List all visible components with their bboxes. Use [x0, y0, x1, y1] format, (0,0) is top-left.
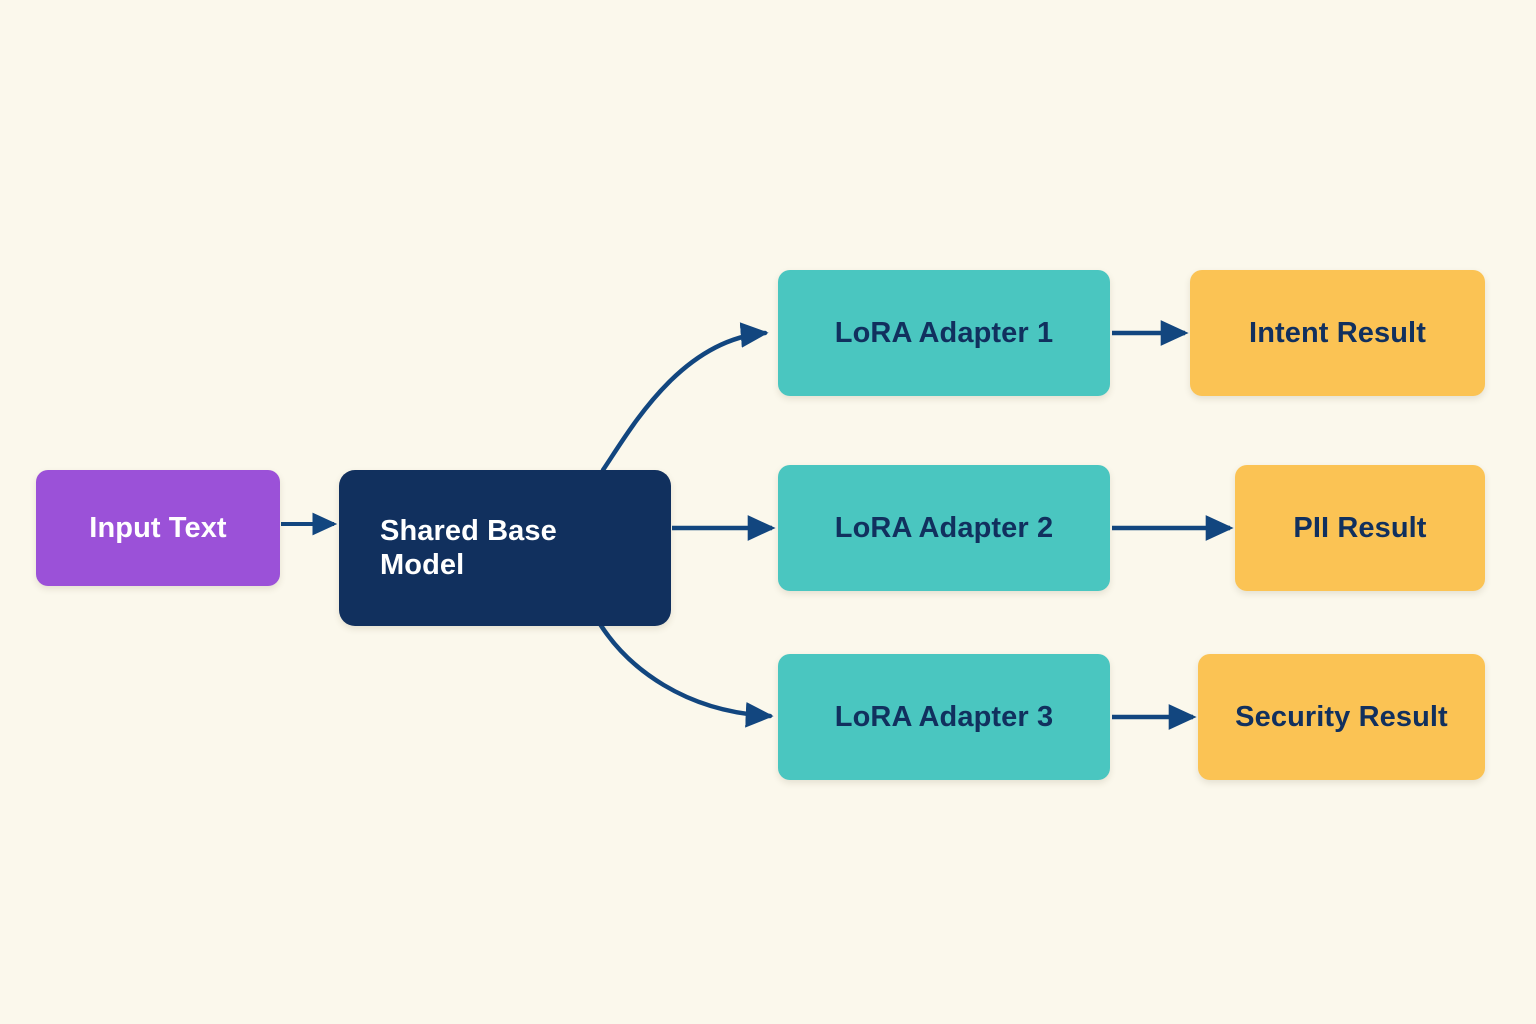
node-intent-result-label: Intent Result: [1249, 316, 1426, 349]
node-security-result-label: Security Result: [1235, 700, 1448, 733]
node-intent-result[interactable]: Intent Result: [1190, 270, 1485, 396]
node-lora-adapter-3[interactable]: LoRA Adapter 3: [778, 654, 1110, 780]
edge-base-to-adapter-3: [597, 621, 774, 728]
edge-base-to-adapter-1: [600, 322, 769, 473]
node-lora-adapter-1[interactable]: LoRA Adapter 1: [778, 270, 1110, 396]
node-input-text[interactable]: Input Text: [36, 470, 280, 586]
node-base-line-2: Model: [380, 549, 465, 581]
node-pii-result-label: PII Result: [1293, 511, 1427, 544]
node-lora-adapter-2-label: LoRA Adapter 2: [834, 511, 1054, 544]
node-lora-adapter-1-label: LoRA Adapter 1: [834, 316, 1054, 349]
node-security-result[interactable]: Security Result: [1198, 654, 1485, 780]
node-lora-adapter-3-label: LoRA Adapter 3: [834, 700, 1054, 733]
node-shared-base-model-label: Shared Base Model: [380, 514, 671, 582]
node-input-text-label: Input Text: [89, 511, 227, 544]
node-lora-adapter-2[interactable]: LoRA Adapter 2: [778, 465, 1110, 591]
node-pii-result[interactable]: PII Result: [1235, 465, 1485, 591]
node-shared-base-model[interactable]: Shared Base Model: [339, 470, 671, 626]
node-base-line-1: Shared Base: [380, 514, 557, 547]
